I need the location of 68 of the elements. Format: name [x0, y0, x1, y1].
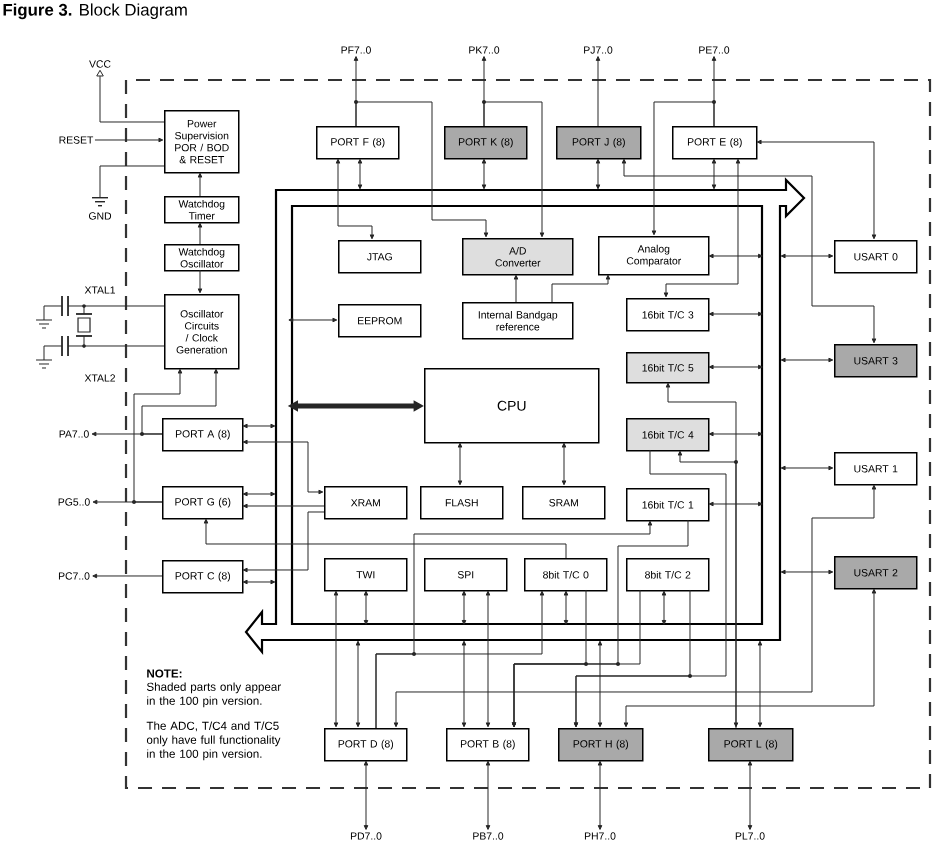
double-arrow — [563, 590, 569, 625]
double-arrow — [355, 640, 361, 728]
arrow — [651, 101, 715, 236]
double-arrow — [288, 317, 338, 323]
double-arrow — [597, 760, 603, 830]
arrow — [511, 589, 641, 728]
double-arrow — [623, 588, 877, 728]
double-arrow — [461, 640, 467, 728]
double-arrow — [335, 158, 375, 240]
double-arrow — [708, 364, 763, 370]
bus-arrow — [244, 177, 806, 656]
double-arrow — [485, 760, 491, 830]
double-arrow — [595, 158, 601, 190]
double-arrow — [333, 590, 339, 728]
arrow — [375, 520, 653, 729]
double-arrow — [708, 501, 763, 507]
arrow — [203, 518, 567, 559]
arrow — [197, 222, 203, 245]
double-arrow — [708, 253, 763, 259]
arrow — [595, 56, 601, 127]
arrow — [92, 573, 163, 579]
double-arrow — [485, 590, 491, 728]
double-arrow — [242, 491, 276, 497]
double-arrow — [457, 442, 463, 486]
double-arrow — [357, 158, 363, 190]
double-arrow — [363, 760, 369, 830]
double-arrow — [461, 590, 467, 625]
wire — [93, 305, 165, 307]
double-arrow — [661, 590, 667, 625]
figure-title: Figure 3. Block Diagram — [3, 3, 187, 20]
arrow — [355, 101, 489, 238]
arrow — [573, 449, 727, 728]
arrow — [513, 274, 519, 303]
arrow — [551, 274, 611, 303]
double-arrow — [780, 253, 834, 259]
double-arrow — [621, 158, 877, 344]
double-arrow — [780, 569, 834, 575]
double-arrow — [747, 760, 753, 830]
crystal-circuit-drawing — [35, 295, 95, 369]
double-arrow — [663, 158, 741, 298]
double-arrow — [481, 158, 487, 190]
arrow — [483, 101, 545, 238]
arrow — [133, 368, 183, 503]
double-arrow — [393, 484, 877, 728]
arrow — [197, 269, 203, 294]
arrow — [242, 511, 325, 573]
double-arrow — [708, 431, 763, 437]
arrow — [677, 450, 737, 729]
arrow — [96, 69, 165, 123]
wire — [99, 165, 165, 199]
double-arrow — [756, 139, 877, 240]
double-arrow — [757, 640, 763, 728]
arrow — [197, 172, 203, 197]
wire — [93, 345, 165, 347]
double-arrow — [242, 439, 324, 495]
double-arrow — [242, 579, 276, 585]
double-arrow — [242, 423, 276, 429]
double-arrow — [780, 465, 834, 471]
double-arrow — [711, 158, 717, 190]
arrow — [141, 368, 219, 435]
double-arrow — [665, 382, 739, 728]
arrow — [94, 137, 164, 143]
arrow — [242, 503, 325, 509]
double-arrow — [363, 590, 369, 625]
double-arrow — [708, 311, 763, 317]
double-arrow — [597, 640, 603, 728]
double-arrow — [561, 442, 567, 486]
double-arrow — [780, 357, 834, 363]
